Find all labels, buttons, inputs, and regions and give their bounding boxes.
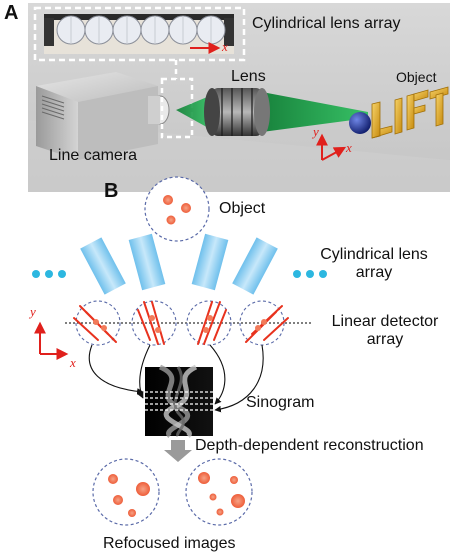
lens-label: Lens xyxy=(231,68,266,85)
sinogram-label: Sinogram xyxy=(246,394,315,411)
panel-b-axis-x-label: x xyxy=(70,355,76,370)
inset-x-axis-label: x xyxy=(222,39,228,54)
panel-a-letter: A xyxy=(4,2,19,24)
object-axis-y-label: y xyxy=(313,124,319,139)
object-sphere xyxy=(349,112,371,134)
object-circle xyxy=(144,176,210,242)
beam-far xyxy=(262,92,368,132)
cylindrical-lenses xyxy=(80,233,278,295)
detector-label: Linear detector array xyxy=(318,313,452,349)
panel-b-axis-y-label: y xyxy=(30,304,36,319)
refocused-image-2 xyxy=(185,458,253,526)
object-axis-x-label: x xyxy=(346,140,352,155)
lens-array-inset-frame xyxy=(33,6,246,62)
detector-label-line2: array xyxy=(366,331,404,348)
panel-b-axes xyxy=(34,321,69,360)
imaging-lens xyxy=(204,88,270,136)
cylindrical-lens-4 xyxy=(232,237,278,295)
detector-view-3 xyxy=(186,300,232,346)
mapping-arrows xyxy=(88,344,264,413)
detector-view-2 xyxy=(131,300,177,346)
lens-array-label-b: Cylindrical lens array xyxy=(298,246,450,282)
cylindrical-lens-3 xyxy=(191,233,229,291)
reconstruction-label: Depth-dependent reconstruction xyxy=(195,437,424,454)
lens-array-label-b-line1: Cylindrical lens xyxy=(320,246,428,263)
panel-b-letter: B xyxy=(104,180,119,202)
detector-view-1 xyxy=(73,300,121,346)
lens-array-cylinders xyxy=(56,15,226,45)
ellipsis-dots-left xyxy=(32,270,66,278)
detector-label-line1: Linear detector xyxy=(331,313,439,330)
beam-near xyxy=(176,95,212,130)
line-camera xyxy=(36,72,170,160)
object-label-a: Object xyxy=(396,69,437,85)
object-axes xyxy=(316,133,347,161)
refocused-image-1 xyxy=(92,458,160,526)
object-letters xyxy=(371,86,449,139)
ellipsis-dots-right xyxy=(293,270,327,278)
sinogram xyxy=(145,364,213,438)
cylindrical-lens-2 xyxy=(128,233,166,291)
refocused-label: Refocused images xyxy=(103,535,236,552)
detector-view-4 xyxy=(239,300,289,346)
cylindrical-lens-1 xyxy=(80,237,126,295)
line-camera-label: Line camera xyxy=(49,147,138,164)
lens-array-label-b-line2: array xyxy=(355,264,393,281)
object-label-b: Object xyxy=(219,200,266,217)
reconstruction-arrow xyxy=(164,440,192,462)
lens-array-label: Cylindrical lens array xyxy=(252,15,401,32)
